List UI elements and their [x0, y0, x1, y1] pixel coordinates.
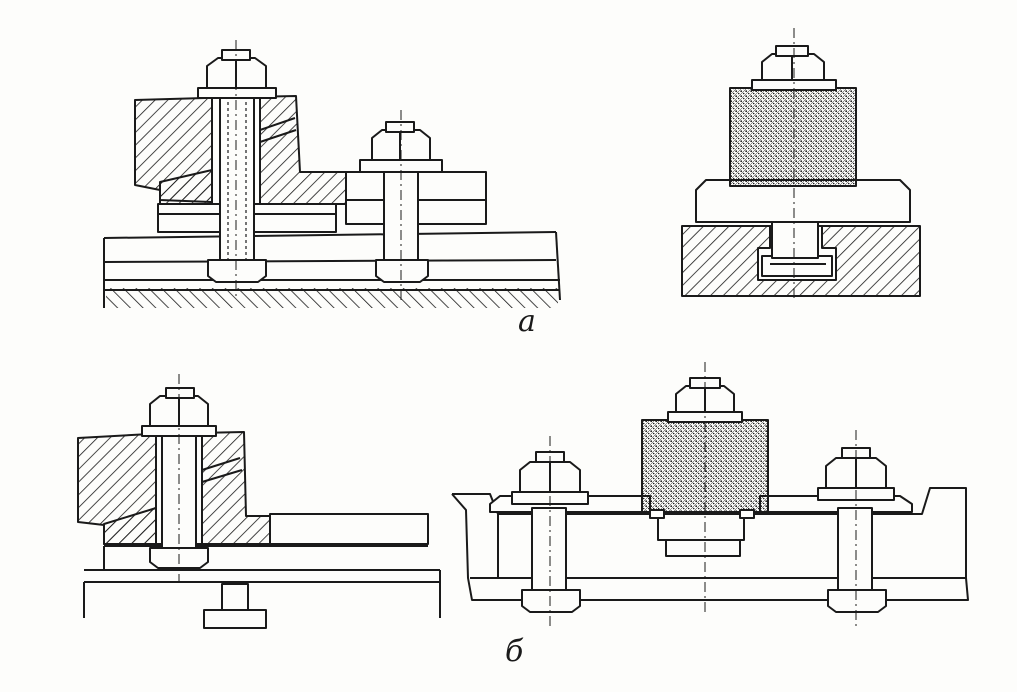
view-b-right [451, 362, 969, 626]
label-b: б [505, 634, 524, 669]
view-b-left [77, 374, 441, 629]
bolt [219, 95, 255, 277]
base-hatch [106, 288, 558, 308]
view-a-left [103, 40, 561, 308]
label-a: а [518, 304, 536, 339]
washer [197, 87, 277, 99]
view-a-right [681, 28, 921, 300]
clamp-block [729, 87, 857, 187]
